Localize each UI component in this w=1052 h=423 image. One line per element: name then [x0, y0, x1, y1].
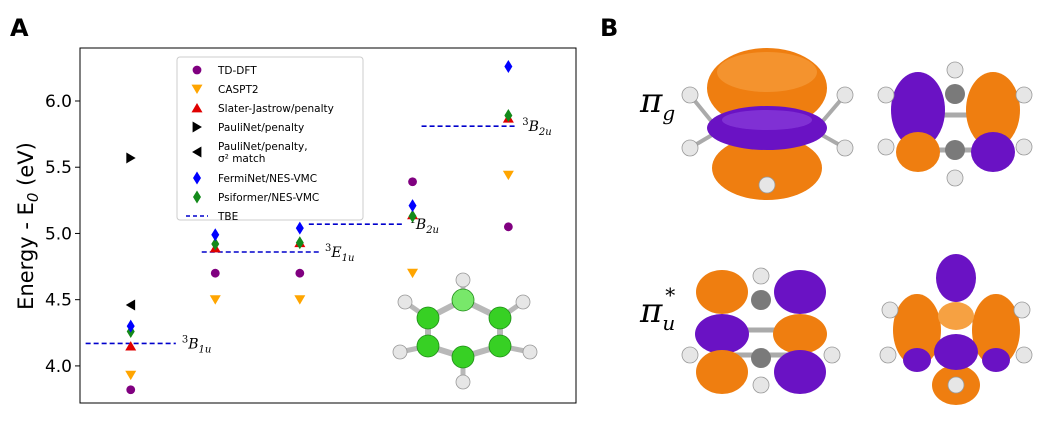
legend-label-psi: Psiformer/NES-VMC	[218, 192, 319, 204]
legend-label-slater: Slater-Jastrow/penalty	[218, 103, 334, 115]
data-point-caspt2	[125, 370, 137, 381]
legend-label-tbe: TBE	[217, 211, 238, 223]
data-point-fermi	[408, 199, 417, 213]
legend-marker-psi	[193, 190, 201, 204]
y-tick-label: 4.5	[45, 291, 72, 311]
y-axis-ticks: 4.0 4.5 5.0 5.5 6.0	[45, 92, 80, 377]
orbital-pi-g-view-1	[681, 48, 854, 200]
data-point-paulinet-s2	[125, 299, 136, 311]
data-point-slater	[125, 341, 137, 351]
state-label: 3B2u	[522, 117, 551, 138]
legend-label-paulinet: PauliNet/penalty	[218, 122, 304, 134]
y-axis-label: Energy - E0 (eV)	[14, 142, 42, 310]
y-tick-label: 6.0	[45, 92, 72, 112]
data-point-td-dft	[126, 385, 136, 395]
molecule-inset	[392, 272, 538, 390]
data-point-caspt2	[502, 170, 514, 181]
y-tick-label: 4.0	[45, 357, 72, 377]
data-point-caspt2	[209, 295, 221, 305]
legend-label-td-dft: TD-DFT	[217, 65, 257, 77]
y-tick-label: 5.5	[45, 158, 72, 178]
data-point-caspt2	[407, 268, 419, 279]
data-points	[125, 60, 514, 395]
data-point-fermi	[295, 221, 304, 235]
orbital-label-pi-u-star: πu*	[639, 283, 675, 335]
data-point-td-dft	[408, 177, 417, 187]
plot-frame	[79, 47, 577, 404]
legend-marker-fermi	[193, 171, 201, 185]
legend-box	[176, 56, 364, 221]
legend-marker-paulinet	[192, 121, 202, 133]
panel-b-label: B	[600, 14, 618, 42]
data-point-td-dft	[295, 268, 305, 278]
orbital-pi-u-star-view-2	[879, 254, 1033, 405]
data-point-fermi	[126, 319, 135, 333]
data-point-td-dft	[503, 222, 513, 232]
orbital-pi-g-view-2	[877, 61, 1033, 187]
legend-marker-td-dft	[192, 65, 202, 75]
legend-marker-paulinet-s2	[192, 146, 202, 158]
legend-label-caspt2: CASPT2	[218, 84, 259, 96]
legend-label-fermi: FermiNet/NES-VMC	[218, 173, 317, 185]
tbe-lines	[85, 125, 517, 345]
data-point-psi	[408, 209, 417, 223]
legend-label-paulinet-s2-line2: σ² match	[218, 153, 265, 165]
legend: TD-DFT CASPT2Slater-Jastrow/penaltyPauliN…	[176, 56, 364, 223]
y-tick-label: 5.0	[45, 224, 72, 244]
state-label: 3B1u	[182, 334, 211, 355]
data-point-psi	[211, 237, 220, 251]
panel-a-label: A	[10, 14, 29, 42]
legend-marker-slater	[191, 103, 203, 113]
data-point-psi	[295, 236, 304, 250]
data-point-paulinet	[126, 152, 136, 164]
data-point-fermi	[211, 228, 220, 242]
data-point-fermi	[504, 60, 513, 74]
data-point-caspt2	[294, 295, 306, 305]
energy-chart: 4.0 4.5 5.0 5.5 6.0 Energy - E0 (eV) 3B1u 3E1…	[14, 47, 577, 404]
data-point-psi	[504, 109, 513, 123]
legend-marker-caspt2	[191, 84, 203, 94]
state-label: 3E1u	[325, 243, 354, 264]
data-point-td-dft	[210, 268, 220, 278]
legend-label-paulinet-s2: PauliNet/penalty,	[218, 141, 308, 153]
orbital-pi-u-star-view-1	[681, 267, 841, 394]
orbital-label-pi-g: πg	[639, 81, 675, 125]
